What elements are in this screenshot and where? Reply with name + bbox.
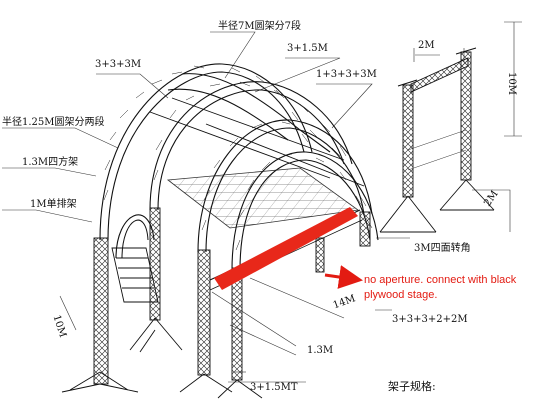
stage-stairs <box>111 247 159 303</box>
span-333-label: 3+3+3M <box>95 59 142 70</box>
stage-front-highlight <box>214 207 358 290</box>
front-span-label: 3+3+3+2+2M <box>392 314 468 325</box>
floor-dimensions <box>211 277 345 347</box>
tripod-bases <box>61 317 263 399</box>
dimension-leaders <box>2 21 522 383</box>
corner-3m-label: 3M四面转角 <box>414 243 471 254</box>
single-row-1m-label: 1M单排架 <box>30 199 77 210</box>
tower-height-10m-label: 10M <box>506 72 517 95</box>
annotation-arrow <box>324 265 363 289</box>
arch-radius-125-label: 半径1.25M圆架分两段 <box>2 117 105 128</box>
arch-trusses <box>99 63 379 271</box>
bottom-315mt-label: 3+1.5MT <box>250 382 298 393</box>
annotation-line-2: plywood stage. <box>364 289 438 301</box>
annotation-note: no aperture. connect with black plywood … <box>364 273 516 303</box>
arch-lattice <box>103 65 373 251</box>
truss-width-1333-label: 1+3+3+3M <box>316 69 377 80</box>
spec-title: 架子规格: <box>388 380 436 393</box>
roof-longitudinal-trusses <box>149 97 365 187</box>
tower-top-2m-label: 2M <box>418 40 435 51</box>
cantilever-315-label: 3+1.5M <box>287 43 328 54</box>
main-columns <box>93 207 371 385</box>
square-truss-13-label: 1.3M四方架 <box>22 157 79 168</box>
lifting-tower <box>379 47 495 233</box>
stage-height-13m-label: 1.3M <box>307 345 334 356</box>
arch-radius-7m-label: 半径7M圆架分7段 <box>218 21 301 32</box>
annotation-line-1: no aperture. connect with black <box>364 274 517 286</box>
stage-deck-grid <box>166 167 360 229</box>
